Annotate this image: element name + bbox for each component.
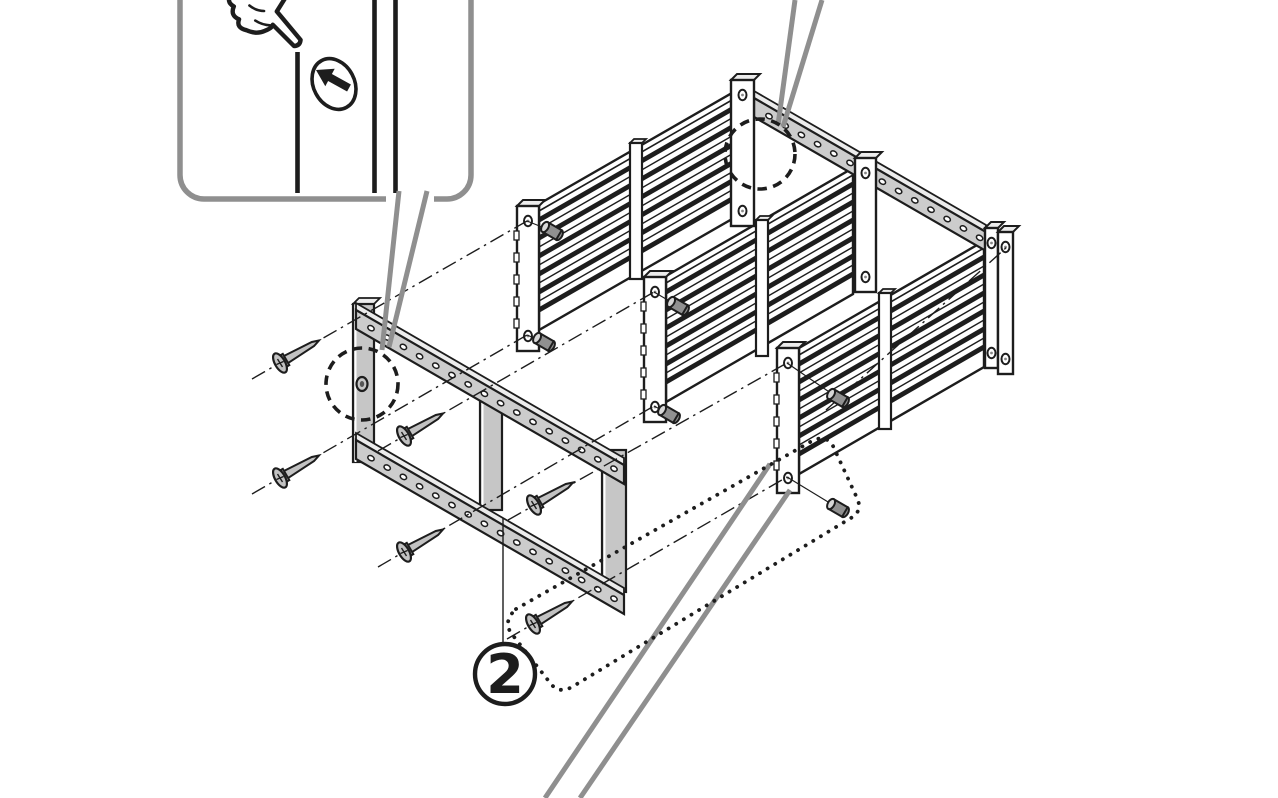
push-arrow-icon xyxy=(316,68,351,92)
screw xyxy=(395,527,446,563)
sleeve-nut xyxy=(666,295,690,317)
screw xyxy=(395,411,446,447)
detail-inset xyxy=(177,0,474,351)
sleeve-nut xyxy=(826,387,850,409)
callout-line xyxy=(780,0,825,128)
sleeve-nut xyxy=(657,403,681,425)
screw xyxy=(524,599,575,635)
holed-rail xyxy=(354,301,626,486)
dotted-highlight-region xyxy=(506,436,861,692)
callout-line xyxy=(577,488,793,798)
hand-press-icon xyxy=(226,0,303,49)
inset-callout-line xyxy=(379,190,402,351)
highlight-marks xyxy=(324,117,861,692)
sleeve-nuts xyxy=(526,220,850,519)
frame-part-step2 xyxy=(350,297,628,616)
screw xyxy=(525,480,576,516)
support-post xyxy=(876,288,898,431)
sleeve-nut xyxy=(826,497,850,519)
screws xyxy=(271,338,576,635)
sleeve-nut xyxy=(540,220,564,242)
push-arrow-oval-icon xyxy=(310,56,358,112)
holed-rail xyxy=(354,431,626,616)
wall-end-bracket xyxy=(982,221,1007,370)
wall-end-bracket xyxy=(852,151,885,294)
dashed-highlight-circle xyxy=(723,117,797,191)
wall-end-bracket xyxy=(995,225,1022,376)
screw xyxy=(271,453,322,489)
step-number: 2 xyxy=(486,643,524,706)
callout-line xyxy=(775,0,798,126)
wall-end-bracket xyxy=(728,73,763,228)
screw xyxy=(271,338,322,374)
step-badge: 2 xyxy=(472,518,538,707)
support-post xyxy=(753,215,775,358)
assembled-box-structure xyxy=(513,73,1022,495)
support-post xyxy=(627,138,649,281)
callout-lines-bottom xyxy=(542,462,793,798)
step-number-circle xyxy=(472,641,538,707)
callout-lines-top xyxy=(775,0,825,128)
callout-line xyxy=(542,462,773,798)
wall-end-bracket xyxy=(640,270,675,424)
dashed-highlight-circle xyxy=(324,346,400,422)
inset-callout-line xyxy=(386,190,430,348)
sleeve-nut xyxy=(532,331,556,353)
